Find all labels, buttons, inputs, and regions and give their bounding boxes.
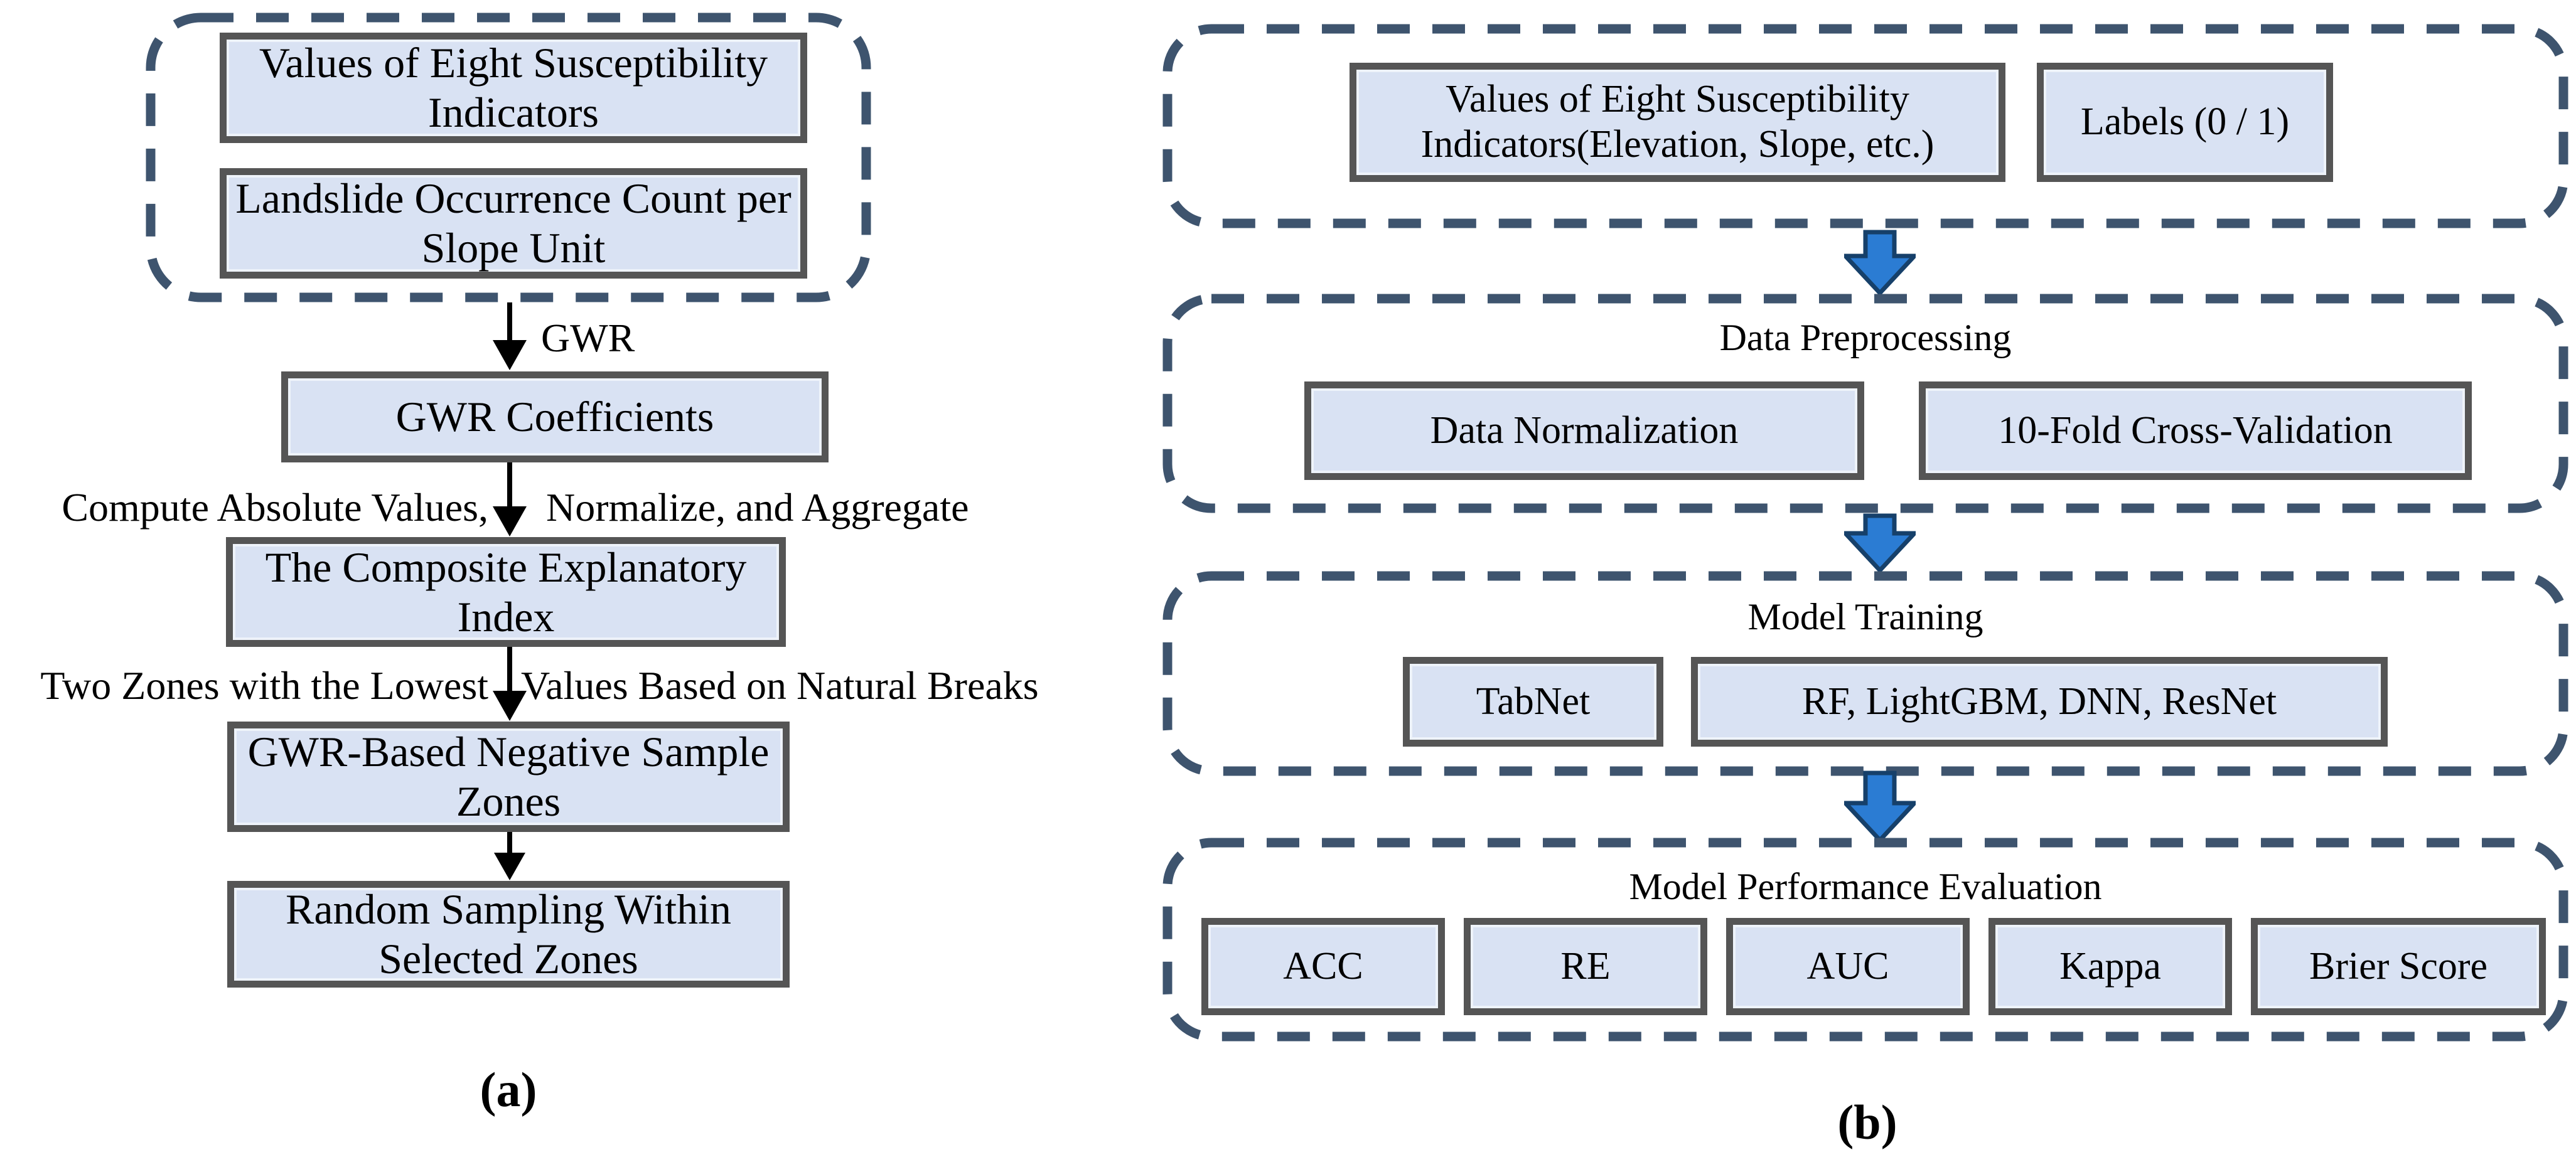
block-down-arrow-icon xyxy=(1844,770,1916,842)
block-down-arrow-icon xyxy=(1844,513,1916,572)
gwr-coefficients-box-label: GWR Coefficients xyxy=(395,393,714,441)
input-group-border-a xyxy=(146,13,871,302)
down-arrow-icon xyxy=(493,462,527,536)
negative-zones-box: GWR-Based Negative Sample Zones xyxy=(227,722,790,832)
occurrence-box: Landslide Occurrence Count per Slope Uni… xyxy=(220,168,807,279)
kappa-box: Kappa xyxy=(1988,918,2232,1015)
cross-validation-box: 10-Fold Cross-Validation xyxy=(1919,381,2472,480)
cross-validation-box-label: 10-Fold Cross-Validation xyxy=(1998,408,2393,452)
models-box: RF, LightGBM, DNN, ResNet xyxy=(1691,657,2388,747)
panel-b-caption: (b) xyxy=(1837,1095,1897,1149)
brier-score-box: Brier Score xyxy=(2251,918,2546,1015)
labels-box: Labels (0 / 1) xyxy=(2037,63,2333,182)
occurrence-box-label: Landslide Occurrence Count per Slope Uni… xyxy=(235,174,792,272)
composite-index-box: The Composite Explanatory Index xyxy=(226,537,786,647)
gwr-arrow-label: GWR xyxy=(541,316,635,360)
data-normalization-box: Data Normalization xyxy=(1304,381,1864,480)
panel-a-caption: (a) xyxy=(480,1062,537,1117)
indicators-box-b: Values of Eight Susceptibility Indicator… xyxy=(1350,63,2005,182)
down-arrow-icon xyxy=(493,832,527,880)
acc-box-label: ACC xyxy=(1283,944,1363,988)
indicators-box-b-label: Values of Eight Susceptibility Indicator… xyxy=(1420,78,1935,166)
auc-box-label: AUC xyxy=(1806,944,1889,988)
preprocessing-title: Data Preprocessing xyxy=(1719,317,2012,358)
tabnet-box-label: TabNet xyxy=(1476,680,1591,723)
auc-box: AUC xyxy=(1726,918,1970,1015)
negative-zones-box-label: GWR-Based Negative Sample Zones xyxy=(247,728,770,825)
zones-note-right: Values Based on Natural Breaks xyxy=(521,663,1039,708)
acc-box: ACC xyxy=(1201,918,1445,1015)
down-arrow-icon xyxy=(493,647,527,721)
down-arrow-icon xyxy=(493,302,527,370)
aggregate-note-left: Compute Absolute Values, xyxy=(62,485,488,530)
tabnet-box: TabNet xyxy=(1403,657,1663,747)
models-box-label: RF, LightGBM, DNN, ResNet xyxy=(1801,680,2277,723)
preprocessing-border xyxy=(1162,294,2568,513)
data-normalization-box-label: Data Normalization xyxy=(1430,408,1739,452)
evaluation-title: Model Performance Evaluation xyxy=(1629,866,2102,907)
indicators-box-a-label: Values of Eight Susceptibility Indicator… xyxy=(259,39,768,136)
re-box: RE xyxy=(1464,918,1707,1015)
training-border xyxy=(1162,571,2568,776)
gwr-coefficients-box: GWR Coefficients xyxy=(281,371,829,462)
re-box-label: RE xyxy=(1560,944,1611,988)
composite-index-box-label: The Composite Explanatory Index xyxy=(265,543,747,641)
training-title: Model Training xyxy=(1747,596,1983,637)
kappa-box-label: Kappa xyxy=(2059,944,2161,988)
input-group-border-b xyxy=(1162,24,2568,228)
zones-note-left: Two Zones with the Lowest xyxy=(40,663,488,708)
indicators-box-a: Values of Eight Susceptibility Indicator… xyxy=(220,33,807,143)
aggregate-note-right: Normalize, and Aggregate xyxy=(546,485,969,530)
block-down-arrow-icon xyxy=(1844,230,1916,295)
random-sampling-box: Random Sampling Within Selected Zones xyxy=(227,881,790,988)
labels-box-label: Labels (0 / 1) xyxy=(2080,100,2290,144)
random-sampling-box-label: Random Sampling Within Selected Zones xyxy=(285,885,731,983)
brier-score-box-label: Brier Score xyxy=(2309,944,2488,988)
